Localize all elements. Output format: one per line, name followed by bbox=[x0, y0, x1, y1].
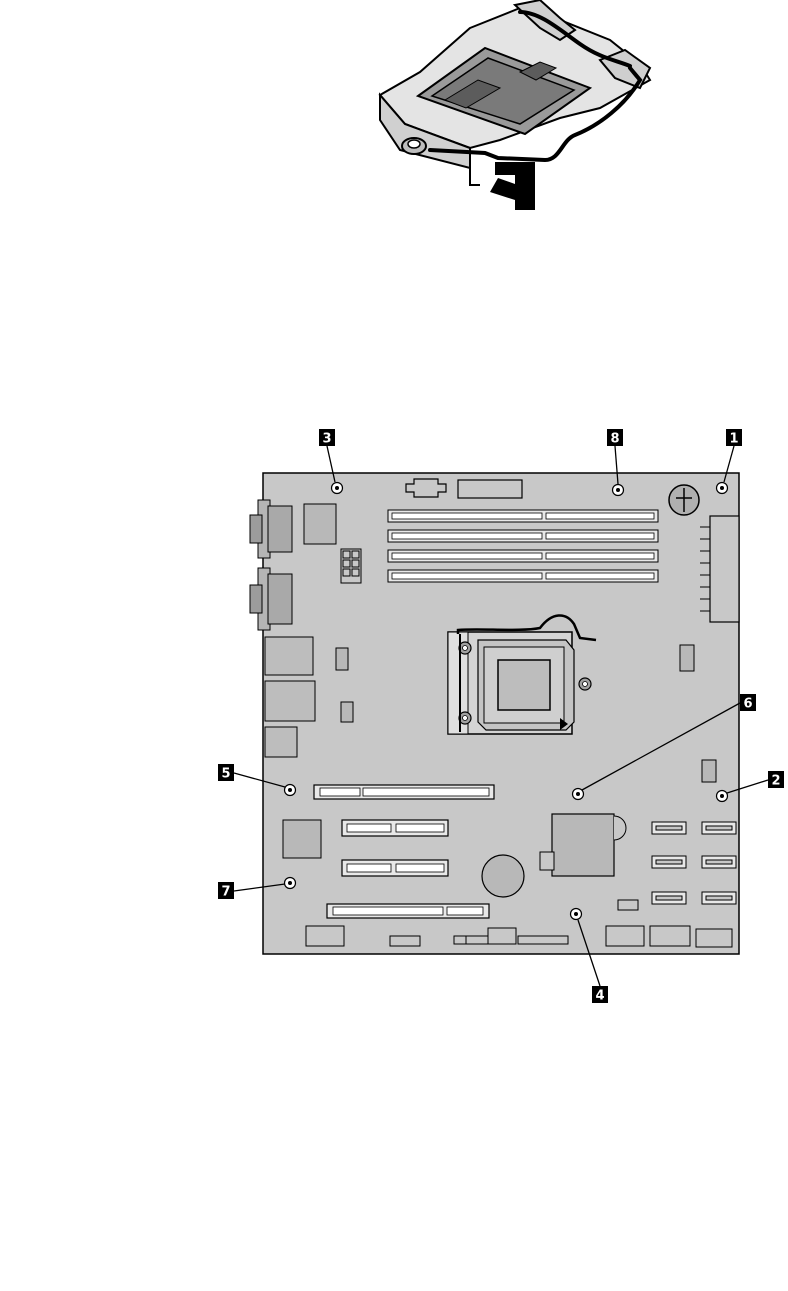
svg-text:8: 8 bbox=[610, 432, 619, 447]
power-connector-8pin bbox=[341, 549, 361, 583]
callout-5: 5 bbox=[218, 764, 234, 782]
callout-6: 6 bbox=[740, 694, 756, 712]
svg-text:3: 3 bbox=[322, 432, 331, 447]
screw-hole-7 bbox=[285, 878, 296, 889]
svg-text:4: 4 bbox=[595, 989, 604, 1004]
processor-socket-illustration bbox=[380, 0, 650, 210]
callout-4: 4 bbox=[592, 986, 608, 1004]
screw-hole-3 bbox=[332, 483, 343, 494]
chipset bbox=[283, 820, 321, 858]
svg-text:6: 6 bbox=[743, 697, 752, 712]
screw-hole-2 bbox=[717, 791, 728, 802]
callout-2: 2 bbox=[768, 771, 784, 789]
screw-hole-4 bbox=[571, 909, 582, 920]
callout-1: 1 bbox=[726, 429, 742, 447]
screw-hole-1 bbox=[717, 483, 728, 494]
system-board-illustration: 1 2 3 4 5 6 7 bbox=[218, 429, 784, 1004]
callout-8: 8 bbox=[607, 429, 623, 447]
screw-hole-8 bbox=[613, 485, 624, 496]
screw-hole-5 bbox=[285, 785, 296, 796]
chip bbox=[304, 504, 336, 544]
capacitor bbox=[482, 855, 524, 897]
svg-text:2: 2 bbox=[771, 774, 780, 789]
svg-text:1: 1 bbox=[729, 432, 738, 447]
callout-7: 7 bbox=[218, 882, 234, 900]
heatsink-chip bbox=[552, 814, 614, 876]
callout-3: 3 bbox=[319, 429, 335, 447]
screw-hole-6 bbox=[573, 789, 584, 800]
svg-text:5: 5 bbox=[221, 767, 230, 782]
svg-text:7: 7 bbox=[221, 885, 230, 900]
lever-direction-arrow bbox=[490, 162, 535, 210]
